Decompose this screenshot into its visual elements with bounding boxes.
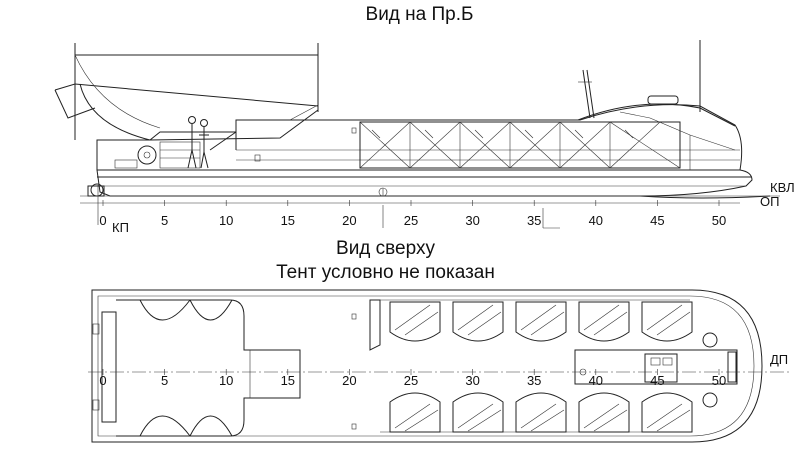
people-figures [186, 116, 209, 169]
side-frame-tick-label: 45 [650, 213, 664, 228]
seat-pod-hatching-lower [394, 403, 691, 432]
top-frame-tick-label: 30 [465, 373, 479, 388]
side-frame-tick-label: 40 [589, 213, 603, 228]
deck-outline [91, 289, 763, 443]
side-frame-ticks: 0 5 10 15 20 25 30 35 40 45 50 [99, 200, 726, 228]
label-dp: ДП [770, 352, 788, 367]
stern-detail [87, 183, 105, 197]
seat-pods-upper [389, 301, 693, 342]
top-frame-tick-label: 0 [99, 373, 106, 388]
cabin [96, 40, 743, 197]
top-frame-tick-label: 45 [650, 373, 664, 388]
top-frame-tick-label: 20 [342, 373, 356, 388]
side-view: 0 5 10 15 20 25 30 35 40 45 50 КП КВЛ ОП [54, 40, 795, 235]
top-frame-tick-label: 10 [219, 373, 233, 388]
side-view-title: Вид на Пр.Б [365, 4, 474, 25]
side-frame-tick-label: 0 [99, 213, 106, 228]
top-view: 0 5 10 15 20 25 30 35 40 45 50 ДП [88, 289, 790, 443]
side-frame-tick-label: 10 [219, 213, 233, 228]
side-frame-tick-label: 5 [161, 213, 168, 228]
top-frame-tick-label: 35 [527, 373, 541, 388]
awning [54, 43, 319, 141]
top-frame-tick-label: 5 [161, 373, 168, 388]
side-frame-tick-label: 50 [712, 213, 726, 228]
seat-pod-hatching-upper [394, 304, 691, 336]
label-kp: КП [112, 220, 129, 235]
top-view-title: Вид сверху [336, 238, 435, 259]
side-frame-tick-label: 35 [527, 213, 541, 228]
top-view-note: Тент условно не показан [276, 262, 495, 283]
top-frame-ticks: 0 5 10 15 20 25 30 35 40 45 50 [99, 369, 726, 388]
top-frame-tick-label: 50 [712, 373, 726, 388]
top-frame-tick-label: 40 [589, 373, 603, 388]
side-frame-tick-label: 15 [281, 213, 295, 228]
label-kvl: КВЛ [770, 180, 795, 195]
hull [80, 169, 780, 199]
side-frame-tick-label: 30 [465, 213, 479, 228]
top-frame-tick-label: 25 [404, 373, 418, 388]
top-frame-tick-label: 15 [281, 373, 295, 388]
seat-pods-lower [389, 392, 693, 433]
side-frame-tick-label: 20 [342, 213, 356, 228]
side-frame-tick-label: 25 [404, 213, 418, 228]
wheelhouse [574, 349, 738, 385]
label-op: ОП [760, 194, 779, 209]
